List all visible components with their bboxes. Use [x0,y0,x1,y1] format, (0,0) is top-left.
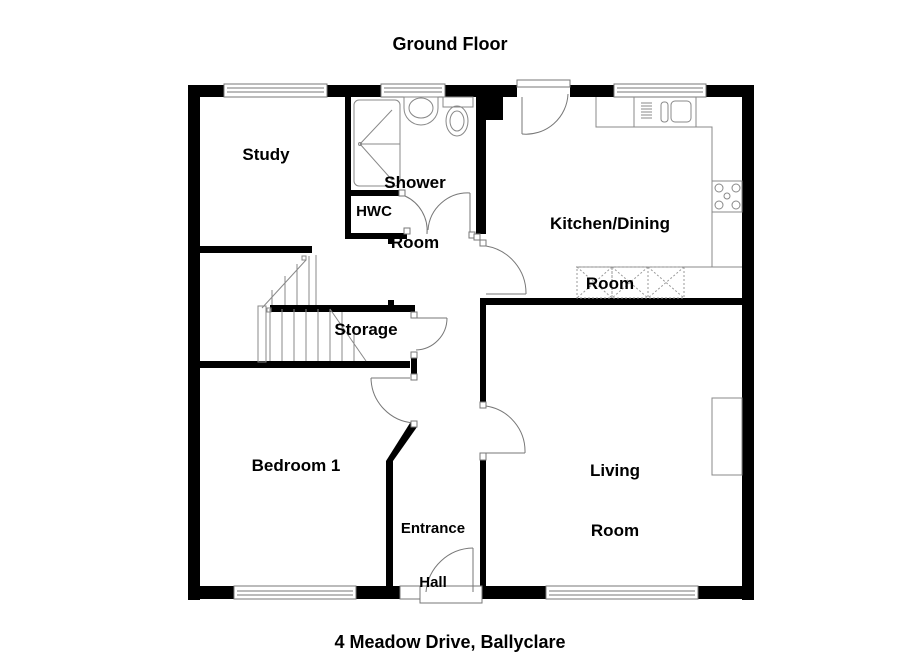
window-icon [223,83,707,600]
property-address: 4 Meadow Drive, Ballyclare [334,632,566,652]
door-swing-icon [370,79,571,604]
living-line2: Room [590,521,640,540]
outer-walls [188,85,754,600]
kitchen-sink-icon [641,100,692,123]
entrance-line2: Hall [419,574,447,591]
appliance-space-icon [576,266,685,299]
room-label-living-room: Living Room [570,421,660,561]
room-label-shower-room: Shower Room [370,133,460,273]
interior-walls [200,97,754,586]
kitchen-line2: Room [585,274,635,293]
fireplace-icon [711,397,743,476]
room-label-hwc: HWC [356,203,392,220]
shower-room-line2: Room [390,233,440,252]
shower-room-line1: Shower [384,173,446,192]
entrance-line1: Entrance [400,520,466,537]
room-label-study: Study [242,145,290,164]
room-label-bedroom-1: Bedroom 1 [251,456,341,475]
room-label-kitchen-dining: Kitchen/Dining Room [530,174,690,314]
kitchen-line1: Kitchen/Dining [550,214,670,233]
shower-tray-icon [353,99,401,187]
room-label-storage: Storage [334,320,398,339]
living-line1: Living [589,461,641,480]
stairs-icon [257,255,367,363]
washbasin-icon [403,96,439,126]
floor-title: Ground Floor [392,34,508,54]
room-label-entrance-hall: Entrance Hall [390,484,476,610]
toilet-icon [442,96,474,137]
hob-icon [711,180,743,213]
